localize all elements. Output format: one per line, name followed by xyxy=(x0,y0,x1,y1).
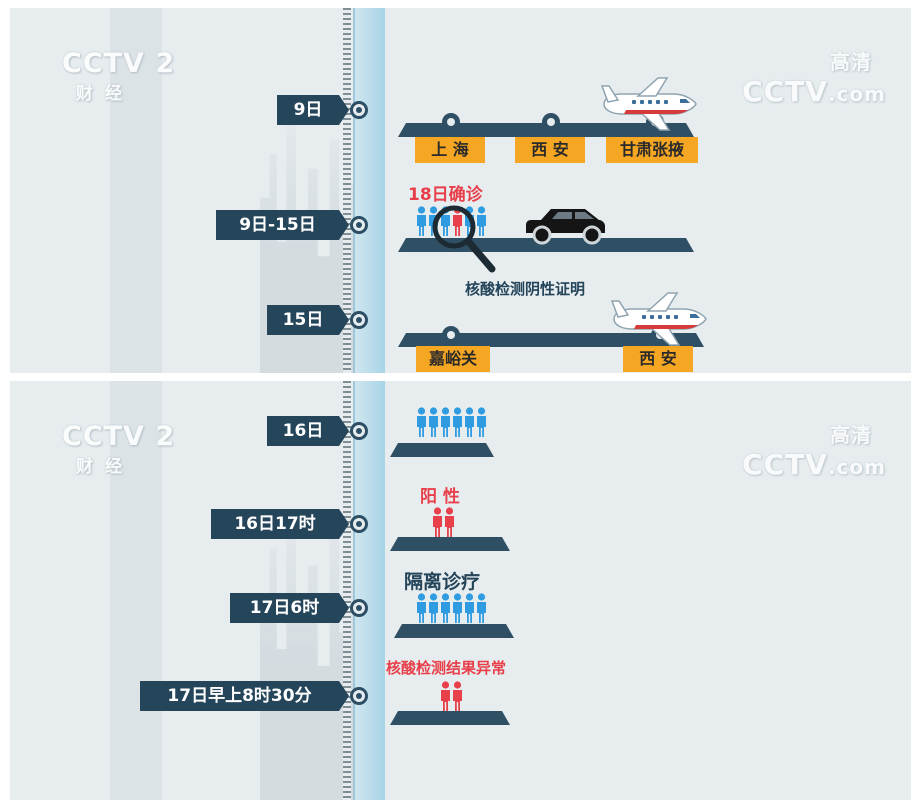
airplane-icon xyxy=(598,74,698,134)
place-tag: 嘉峪关 xyxy=(416,346,490,372)
watermark-channel: 2 xyxy=(155,48,176,79)
date-label: 9日-15日 xyxy=(216,210,349,240)
cctv2-watermark: CCTV 2 财经 xyxy=(62,48,175,104)
timeline-panel-bottom: CCTV 2 财经 高清 CCTV.com 16日 16日17时 阳 性 17日… xyxy=(10,381,911,800)
timeline-rail xyxy=(343,8,351,373)
timeline-bar xyxy=(390,537,510,551)
date-label: 16日 xyxy=(267,416,349,446)
watermark-channel: 2 xyxy=(155,421,176,452)
place-tag: 上 海 xyxy=(415,137,485,163)
date-label: 16日17时 xyxy=(211,509,349,539)
people-group xyxy=(416,593,487,623)
watermark-suffix: .com xyxy=(827,455,886,479)
timeline-panel-top: CCTV 2 财经 高清 CCTV.com 9日 上 海 西 安 甘肃张掖 9日… xyxy=(10,8,911,373)
person-icon xyxy=(428,407,439,437)
watermark-logo-text: CCTV xyxy=(62,421,145,452)
person-icon xyxy=(432,507,443,537)
person-icon xyxy=(476,407,487,437)
timeline-bar xyxy=(394,624,514,638)
person-icon xyxy=(416,593,427,623)
timeline-node xyxy=(350,101,368,119)
car-icon xyxy=(526,209,605,245)
timeline-strip xyxy=(353,381,385,800)
timeline-node xyxy=(350,216,368,234)
watermark-hd: 高清 xyxy=(830,50,872,74)
watermark-logo-text: CCTV xyxy=(62,48,145,79)
person-icon xyxy=(464,593,475,623)
watermark-logo-text: CCTV xyxy=(742,75,828,108)
magnifier-icon xyxy=(432,205,496,273)
timeline-bar xyxy=(390,443,494,457)
confirmed-title: 18日确诊 xyxy=(408,185,483,205)
background-band xyxy=(110,381,162,800)
place-tag: 甘肃张掖 xyxy=(606,137,698,163)
person-icon xyxy=(476,593,487,623)
timeline-node xyxy=(350,599,368,617)
person-icon xyxy=(428,593,439,623)
cctv-com-watermark: 高清 CCTV.com xyxy=(742,419,886,481)
location-pin-icon xyxy=(542,113,560,137)
place-tag: 西 安 xyxy=(623,346,693,372)
timeline-node xyxy=(350,311,368,329)
airplane-icon xyxy=(608,289,708,349)
person-icon xyxy=(452,681,463,711)
timeline-node xyxy=(350,515,368,533)
cctv2-watermark: CCTV 2 财经 xyxy=(62,421,175,477)
watermark-sub: 财经 xyxy=(76,84,134,104)
people-group xyxy=(432,507,455,537)
cctv-com-watermark: 高清 CCTV.com xyxy=(742,46,886,108)
watermark-hd: 高清 xyxy=(830,423,872,447)
watermark-suffix: .com xyxy=(827,82,886,106)
people-group xyxy=(416,407,487,437)
person-icon xyxy=(452,593,463,623)
abnormal-result-title: 核酸检测结果异常 xyxy=(386,659,507,677)
timeline-node xyxy=(350,687,368,705)
person-icon xyxy=(452,407,463,437)
person-icon xyxy=(464,407,475,437)
person-icon xyxy=(440,681,451,711)
watermark-logo-text: CCTV xyxy=(742,448,828,481)
date-label: 17日6时 xyxy=(230,593,349,623)
date-label: 15日 xyxy=(267,305,349,335)
date-label: 17日早上8时30分 xyxy=(140,681,349,711)
people-group xyxy=(440,681,463,711)
isolation-title: 隔离诊疗 xyxy=(404,571,481,593)
person-icon xyxy=(440,593,451,623)
person-icon xyxy=(416,206,427,236)
route-bar xyxy=(398,333,704,347)
timeline-node xyxy=(350,422,368,440)
watermark-sub: 财经 xyxy=(76,457,134,477)
timeline-rail xyxy=(343,381,351,800)
background-band xyxy=(110,8,162,373)
person-icon xyxy=(444,507,455,537)
negative-proof-note: 核酸检测阴性证明 xyxy=(465,280,586,298)
person-icon xyxy=(440,407,451,437)
location-pin-icon xyxy=(442,113,460,137)
date-label: 9日 xyxy=(277,95,349,125)
place-tag: 西 安 xyxy=(515,137,585,163)
timeline-bar xyxy=(390,711,510,725)
positive-title: 阳 性 xyxy=(420,487,460,507)
person-icon xyxy=(416,407,427,437)
